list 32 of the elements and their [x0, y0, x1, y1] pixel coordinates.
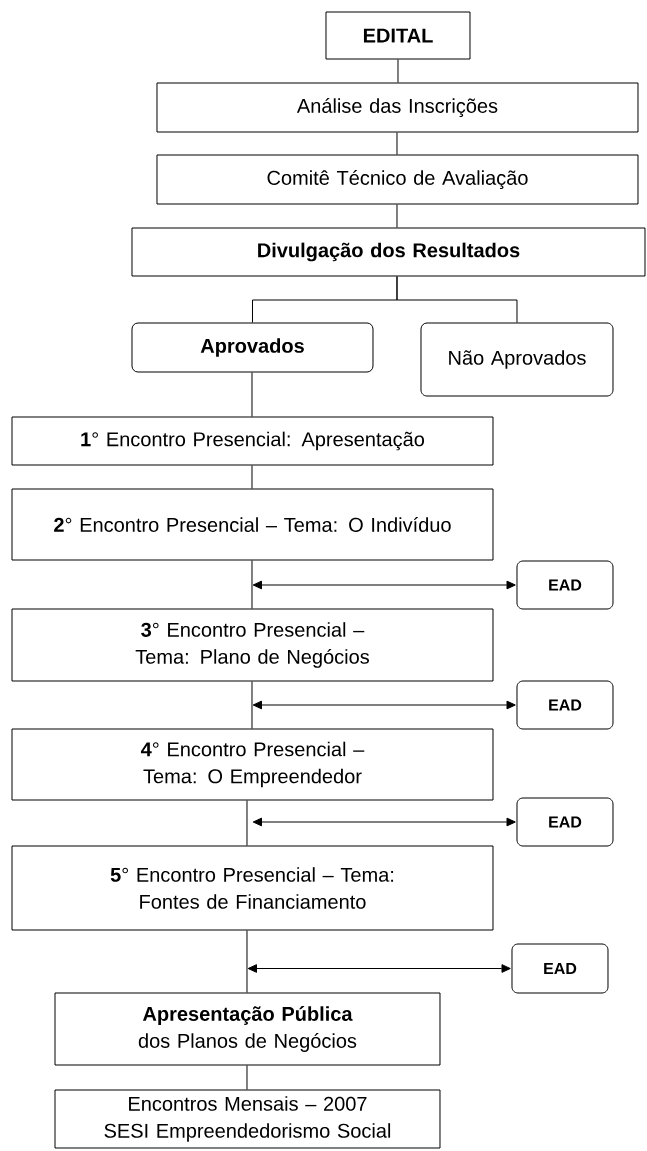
connector-line — [396, 132, 398, 155]
connector-line — [251, 560, 253, 609]
process-box: Apresentação Pública dos Planos de Negócios — [54, 992, 441, 1066]
rounded-box: EAD — [516, 680, 614, 730]
connector-line — [396, 204, 398, 228]
connector-line — [397, 59, 399, 83]
process-box: 2° Encontro Presencial – Tema: O Indivíduo — [11, 488, 494, 561]
connector-line — [246, 1065, 248, 1090]
connector-line — [246, 800, 248, 846]
rounded-box: Não Aprovados — [420, 322, 614, 397]
double-arrow — [252, 700, 516, 710]
process-box: Encontros Mensais – 2007 SESI Empreendedorismo Social — [54, 1089, 441, 1149]
rounded-box: EAD — [516, 797, 614, 847]
title-box: EDITAL — [325, 11, 471, 60]
process-box: 1° Encontro Presencial: Apresentação — [11, 416, 494, 466]
rounded-box: Aprovados — [131, 322, 374, 373]
connector-line — [251, 465, 253, 489]
double-arrow — [247, 964, 511, 973]
process-box: 4° Encontro Presencial – Tema: O Empreendedor — [11, 728, 494, 801]
double-arrow — [252, 817, 516, 827]
connector-line — [396, 276, 518, 323]
connector-line — [251, 372, 253, 417]
process-box: 5° Encontro Presencial – Tema: Fontes de Financiamento — [11, 845, 494, 931]
process-box: Análise das Inscrições — [156, 82, 639, 133]
connector-line — [246, 930, 248, 993]
rounded-box: EAD — [516, 560, 614, 610]
process-box: Comitê Técnico de Avaliação — [156, 154, 639, 205]
double-arrow — [252, 580, 516, 590]
connector-line — [251, 681, 253, 729]
rounded-box: EAD — [511, 943, 609, 994]
process-box: 3° Encontro Presencial – Tema: Plano de Negócios — [11, 608, 494, 682]
process-box: Divulgação dos Resultados — [131, 227, 646, 277]
